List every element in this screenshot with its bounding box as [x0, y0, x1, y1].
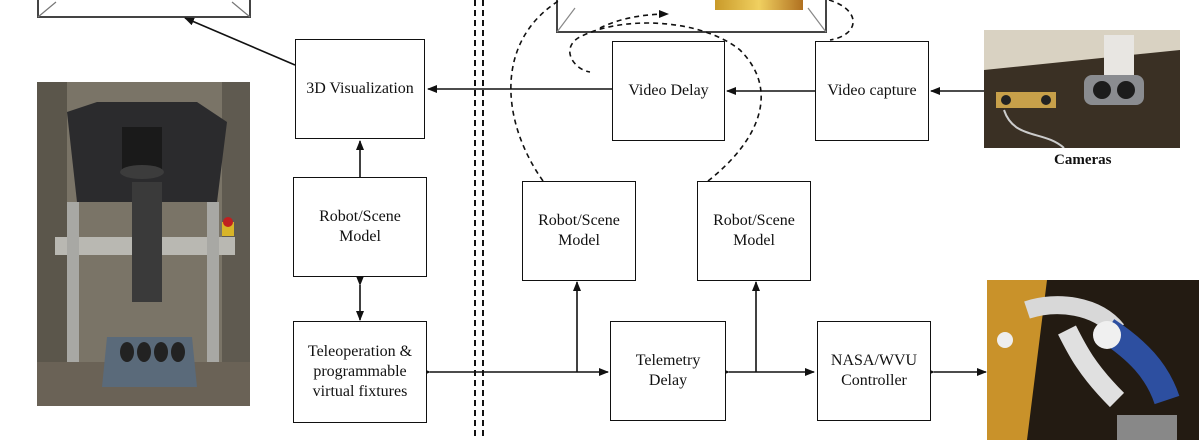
- controller-line2: Controller: [841, 372, 907, 389]
- teleoperation-box: Teleoperation & programmable virtual fix…: [293, 321, 427, 423]
- top-center-display-outline: [556, 0, 827, 33]
- robot-scene-model-box-left: Robot/Scene Model: [293, 177, 427, 277]
- dashed-curve-capture-to-display: [828, 0, 854, 41]
- robot-scene-model-mid2-line1: Robot/Scene: [713, 212, 795, 229]
- robot-scene-model-label-line1: Robot/Scene: [319, 208, 401, 225]
- top-left-display-outline: [37, 0, 251, 18]
- 3d-visualization-box: 3D Visualization: [295, 39, 425, 139]
- 3d-visualization-label: 3D Visualization: [306, 80, 414, 97]
- teleoperation-label-line2: programmable: [313, 363, 407, 380]
- robot-arm-photo: [987, 280, 1199, 440]
- telemetry-delay-box: Telemetry Delay: [610, 321, 726, 421]
- controller-line1: NASA/WVU: [830, 352, 918, 369]
- dashed-curve-model2-to-display: [569, 22, 762, 182]
- video-delay-box: Video Delay: [612, 41, 725, 141]
- teleoperation-station-photo: [37, 82, 250, 406]
- cameras-caption: Cameras: [1054, 152, 1112, 168]
- video-display-image: [715, 0, 803, 10]
- video-capture-box: Video capture: [815, 41, 929, 141]
- dashed-curve-model1-to-display: [510, 0, 561, 182]
- robot-scene-model-mid2-line2: Model: [733, 232, 775, 249]
- teleoperation-label-line3: virtual fixtures: [312, 383, 408, 400]
- robot-scene-model-box-mid2: Robot/Scene Model: [697, 181, 811, 281]
- cameras-photo: [984, 30, 1180, 148]
- nasa-wvu-controller-box: NASA/WVU Controller: [817, 321, 931, 421]
- teleoperation-label-line1: Teleoperation &: [307, 343, 413, 360]
- robot-scene-model-mid1-line2: Model: [558, 232, 600, 249]
- video-capture-label: Video capture: [827, 82, 917, 99]
- video-delay-label: Video Delay: [628, 82, 709, 99]
- telemetry-delay-line1: Telemetry: [635, 352, 701, 369]
- robot-scene-model-label-line2: Model: [339, 228, 381, 245]
- telemetry-delay-line2: Delay: [648, 372, 688, 389]
- robot-scene-model-mid1-line1: Robot/Scene: [538, 212, 620, 229]
- robot-scene-model-box-mid1: Robot/Scene Model: [522, 181, 636, 281]
